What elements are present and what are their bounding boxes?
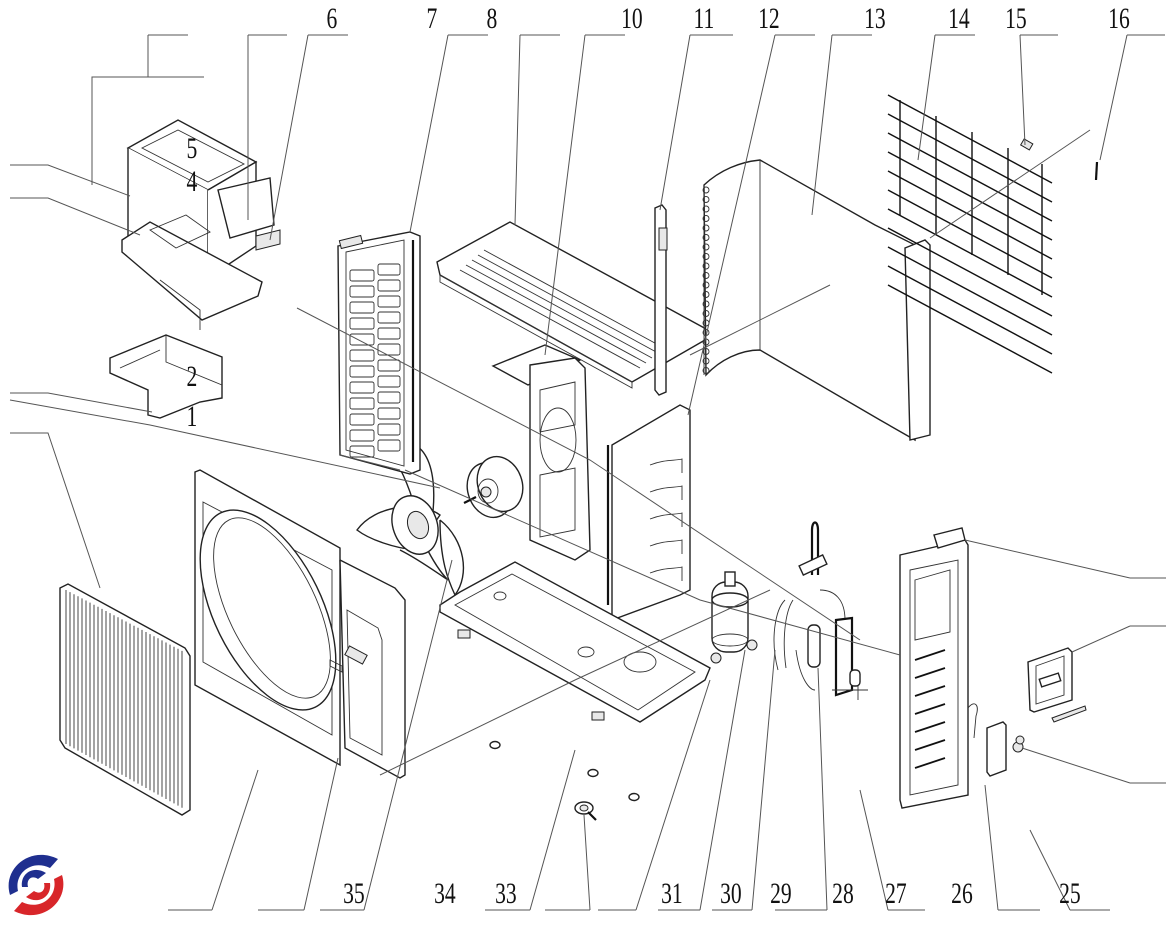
axial-fan-part: [356, 442, 465, 597]
callout-labels: 1245678101112131415161718202122232425262…: [187, 2, 1130, 910]
callout-label-4: 4: [187, 165, 198, 198]
leader-lines: [9, 34, 1166, 911]
callout-label-5: 5: [187, 132, 198, 165]
front-grille-part: [59, 583, 191, 816]
coil-support-bracket-part: [654, 204, 668, 396]
logo-red-swirl: [14, 875, 64, 916]
callout-label-33: 33: [495, 877, 517, 910]
sensor-clip-part: [1094, 161, 1099, 181]
motor-support-part: [491, 344, 591, 561]
callout-label-11: 11: [694, 2, 715, 35]
rear-guard-grille-part: [887, 94, 1053, 374]
callout-label-26: 26: [951, 877, 973, 910]
capillary-assembly-part: [832, 616, 868, 700]
compressor-part: [710, 571, 758, 664]
callout-label-2: 2: [187, 360, 198, 393]
callout-label-10: 10: [621, 2, 643, 35]
valve-cover-part: [1027, 647, 1087, 723]
callout-label-29: 29: [770, 877, 792, 910]
callout-label-1: 1: [187, 400, 198, 433]
temperature-sensor-part: [1019, 138, 1034, 151]
callout-label-25: 25: [1059, 877, 1081, 910]
callout-label-34: 34: [434, 877, 456, 910]
callout-label-30: 30: [720, 877, 742, 910]
logo-blue-swirl: [8, 854, 59, 895]
callout-label-8: 8: [487, 2, 498, 35]
logo-blue-inner: [21, 869, 46, 887]
four-way-valve-part: [773, 521, 846, 691]
callout-label-16: 16: [1108, 2, 1130, 35]
drain-joint-part: [574, 801, 597, 821]
logo-red-inner: [26, 883, 51, 901]
callout-label-27: 27: [885, 877, 907, 910]
callout-label-14: 14: [948, 2, 970, 35]
callout-label-28: 28: [832, 877, 854, 910]
callout-label-6: 6: [327, 2, 338, 35]
callout-label-13: 13: [864, 2, 886, 35]
condenser-coil-part: [702, 159, 931, 442]
rear-right-panel-part: [899, 527, 969, 809]
fan-motor-part: [463, 455, 524, 519]
callout-label-15: 15: [1005, 2, 1027, 35]
reactor-cover-part: [109, 334, 223, 419]
partition-plate-part: [606, 404, 691, 622]
base-pan-part: [439, 561, 711, 723]
callout-label-12: 12: [758, 2, 780, 35]
callout-label-7: 7: [427, 2, 438, 35]
grommets: [489, 740, 640, 802]
brand-logo: [8, 854, 64, 916]
callout-label-31: 31: [661, 877, 683, 910]
valve-support-part: [967, 703, 1025, 777]
callout-label-35: 35: [343, 877, 365, 910]
electric-control-box-part: [121, 119, 281, 330]
right-side-panel-part: [337, 231, 421, 475]
front-panel-part: [194, 469, 406, 779]
